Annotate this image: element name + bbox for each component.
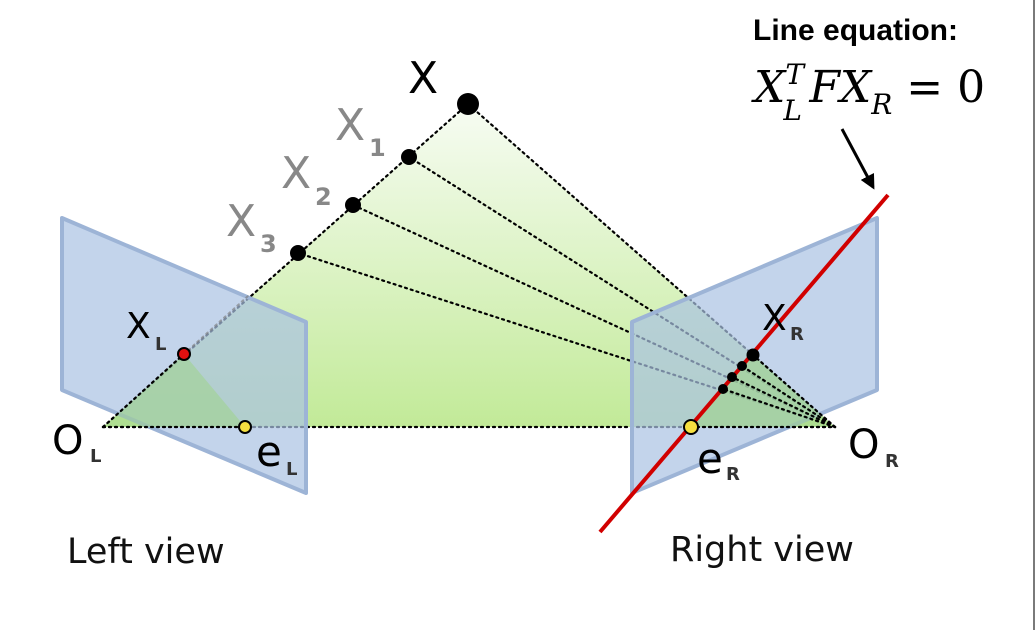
label-xR: X: [762, 298, 787, 339]
point-X: [457, 93, 479, 115]
left-view-label: Left view: [67, 532, 225, 572]
epipole-eL: [238, 420, 252, 434]
label-X1-sub: 1: [369, 134, 386, 162]
point-xR: [746, 348, 760, 362]
right-view-label: Right view: [670, 530, 854, 570]
label-eR-sub: R: [726, 464, 740, 485]
label-OL-sub: L: [90, 446, 101, 467]
ray-OL-to-xL: [101, 352, 186, 429]
label-X2: X: [281, 148, 311, 199]
equation-title: Line equation:: [753, 14, 958, 47]
label-xR-sub: R: [790, 324, 804, 345]
left-plane-epipolar-segment: [103, 354, 245, 427]
label-OL: O: [52, 418, 83, 464]
right-edge-border: [1033, 0, 1035, 630]
label-eL-sub: L: [286, 459, 297, 480]
label-xL: X: [126, 306, 151, 347]
label-OR-sub: R: [885, 451, 899, 472]
ray-OR-xR-X3: [721, 387, 837, 429]
label-X3-sub: 3: [260, 230, 277, 258]
equation-arrow: [840, 128, 875, 190]
label-eL: e: [256, 427, 282, 476]
point-xR2: [727, 372, 737, 382]
label-X2-sub: 2: [315, 183, 332, 211]
eq-F: F: [809, 62, 840, 113]
ray-OR-to-X: [466, 102, 837, 429]
eq-XL-base: X: [754, 62, 786, 113]
label-xL-sub: L: [155, 334, 166, 355]
point-xL: [177, 347, 191, 361]
eq-XR-base: X: [839, 62, 872, 113]
ray-xL-behind-plane: [183, 295, 249, 355]
point-X3: [290, 245, 306, 261]
eq-equals-zero: = 0: [906, 62, 986, 113]
label-OR: O: [848, 422, 879, 468]
point-xR1: [737, 361, 747, 371]
ray-OR-xR-X1: [740, 364, 837, 429]
label-X1: X: [335, 100, 365, 151]
eq-R-sub: R: [871, 88, 893, 121]
eq-L-sub: L: [783, 94, 802, 127]
label-X: X: [408, 53, 438, 104]
ray-OR-to-X2: [351, 203, 837, 429]
label-X3: X: [226, 196, 256, 247]
ray-OR-xR-X: [751, 353, 837, 429]
label-eR: e: [697, 434, 723, 483]
ray-OR-to-X3: [296, 251, 837, 429]
point-X2: [345, 197, 361, 213]
epipole-eR: [683, 419, 699, 435]
point-X1: [401, 149, 417, 165]
point-xR3: [718, 384, 728, 394]
ray-OR-xR-X2: [730, 375, 837, 429]
eq-transpose-sup: T: [785, 58, 805, 91]
